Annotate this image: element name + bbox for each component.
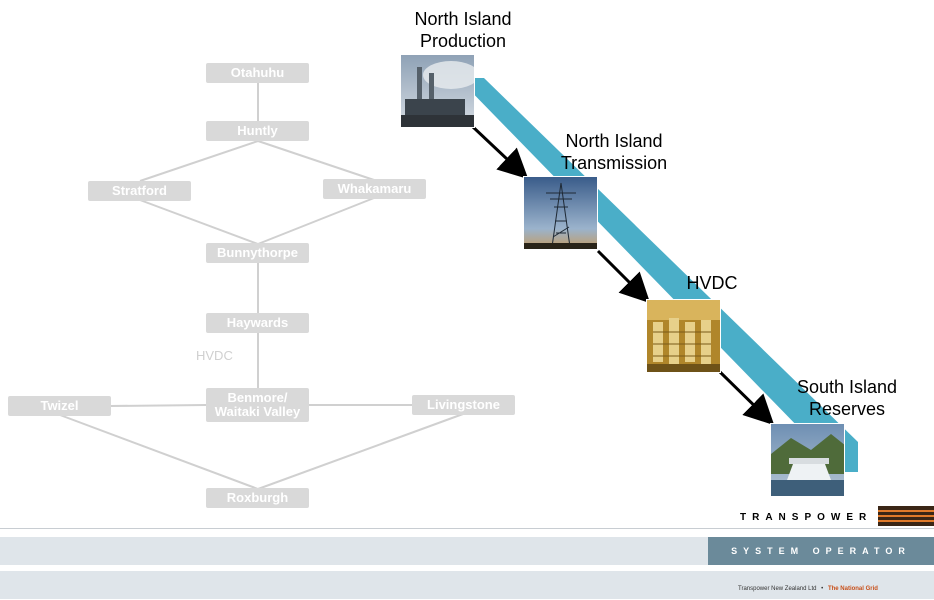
stage-label-transmission-line1: North Island (565, 131, 663, 151)
stage-label-transmission-line2: Transmission (560, 153, 668, 173)
footer-divider (0, 528, 934, 529)
link-whakamaru-bunnythorpe (257, 197, 375, 245)
node-huntly: Huntly (206, 121, 309, 141)
stage-label-production: North Island Production (393, 8, 533, 52)
stage-label-hvdc-line1: HVDC (686, 273, 738, 293)
footer-band-lower (0, 571, 934, 599)
converter-station-photo (646, 299, 721, 373)
node-bunnythorpe: Bunnythorpe (206, 243, 309, 263)
power-station-photo (400, 54, 475, 128)
footer-separator: • (821, 586, 824, 592)
system-operator-label: SYSTEM OPERATOR (731, 546, 911, 556)
transpower-logo-bars (878, 506, 934, 526)
stage-label-reserves-line2: Reserves (808, 399, 886, 419)
node-haywards: Haywards (206, 313, 309, 333)
link-huntly-whakamaru (257, 140, 375, 181)
footer-company: Transpower New Zealand Ltd (738, 586, 817, 592)
node-twizel: Twizel (8, 396, 111, 416)
node-otahuhu: Otahuhu (206, 63, 309, 83)
node-stratford: Stratford (88, 181, 191, 201)
node-roxburgh: Roxburgh (206, 488, 309, 508)
arrow-2 (596, 249, 651, 304)
link-livingstone-roxburgh (257, 413, 464, 490)
transmission-tower-photo (523, 176, 598, 250)
link-twizel-benmore (109, 404, 207, 407)
stage-label-production-line2: Production (419, 31, 507, 51)
hydro-dam-photo (770, 423, 845, 497)
arrow-3 (718, 370, 775, 426)
node-benmore: Benmore/ Waitaki Valley (206, 388, 309, 422)
stage-label-transmission: North Island Transmission (544, 130, 684, 174)
stage-label-reserves: South Island Reserves (776, 376, 918, 420)
transpower-brand: TRANSPOWER (740, 512, 873, 523)
network-links (59, 83, 464, 490)
flow-arrows (471, 125, 775, 426)
link-twizel-roxburgh (59, 414, 259, 490)
node-livingstone: Livingstone (412, 395, 515, 415)
stage-label-production-line1: North Island (414, 9, 512, 29)
hvdc-label: HVDC (196, 348, 233, 363)
node-benmore-line1: Benmore/ (227, 390, 288, 405)
system-operator-badge: SYSTEM OPERATOR (708, 537, 934, 565)
link-huntly-stratford (139, 140, 259, 182)
link-stratford-bunnythorpe (139, 199, 259, 245)
node-whakamaru: Whakamaru (323, 179, 426, 199)
arrow-1 (471, 125, 529, 180)
stage-label-reserves-line1: South Island (796, 377, 898, 397)
footer-tagline: The National Grid (827, 586, 878, 592)
node-benmore-line2: Waitaki Valley (214, 404, 301, 419)
stage-label-hvdc: HVDC (672, 272, 752, 294)
footer-company-line: Transpower New Zealand Ltd • The Nationa… (738, 586, 878, 592)
